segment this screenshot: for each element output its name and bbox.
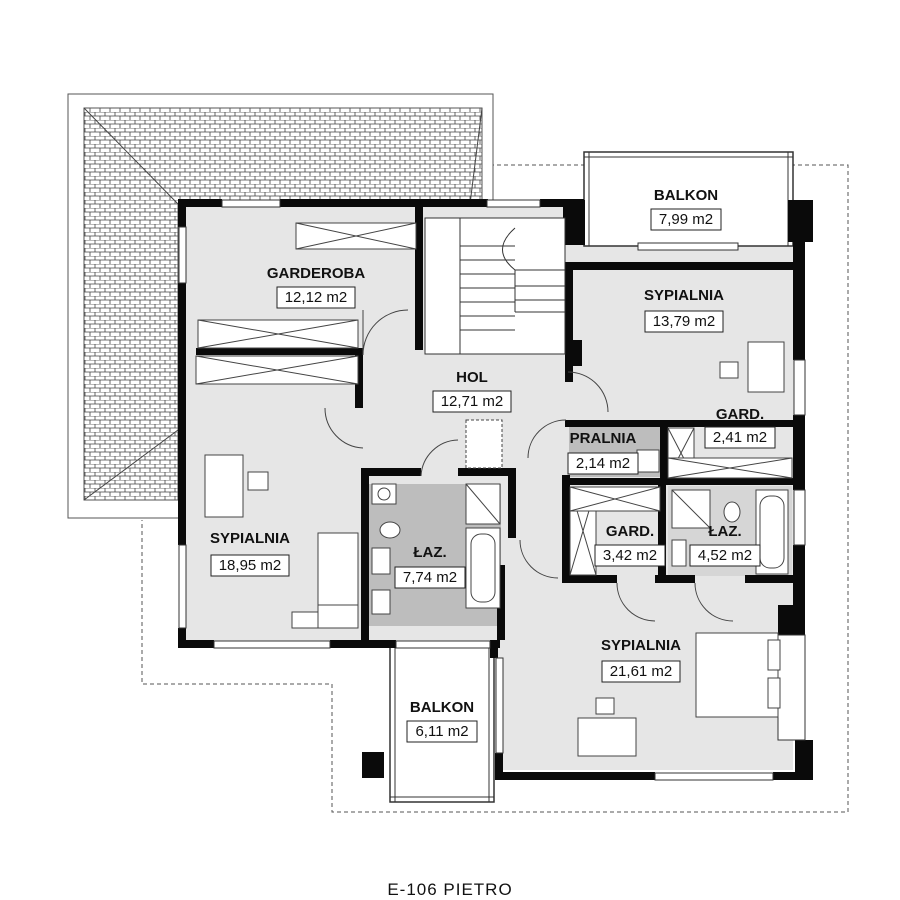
room-name-balkon-bottom: BALKON bbox=[410, 699, 474, 716]
column bbox=[362, 752, 384, 778]
room-name-sypialnia-se: SYPIALNIA bbox=[601, 637, 681, 654]
room-area-pralnia: 2,14 m2 bbox=[576, 455, 630, 472]
room-area-box-lazienka-main bbox=[394, 566, 466, 589]
room-area-balkon-top: 7,99 m2 bbox=[659, 211, 713, 228]
plan-caption: E-106 PIETRO bbox=[387, 880, 512, 899]
room-labels: GARDEROBA 12,12 m2 SYPIALNIA 13,79 m2 HOL 12,… bbox=[210, 187, 776, 743]
room-name-sypialnia-ne: SYPIALNIA bbox=[644, 287, 724, 304]
room-area-box-sypialnia-ne bbox=[644, 310, 724, 333]
room-name-garderoba: GARDEROBA bbox=[267, 265, 366, 282]
room-area-sypialnia-w: 18,95 m2 bbox=[219, 557, 282, 574]
room-name-pralnia: PRALNIA bbox=[570, 430, 637, 447]
room-area-sypialnia-se: 21,61 m2 bbox=[610, 663, 673, 680]
room-name-lazienka-small: ŁAZ. bbox=[708, 523, 741, 540]
room-area-box-gard-mid bbox=[594, 544, 666, 567]
room-area-box-balkon-bottom bbox=[406, 720, 478, 743]
wardrobes bbox=[195, 222, 793, 576]
room-name-gard-small: GARD. bbox=[716, 406, 764, 423]
room-area-lazienka-small: 4,52 m2 bbox=[698, 547, 752, 564]
staircase bbox=[424, 217, 566, 355]
room-name-lazienka-main: ŁAZ. bbox=[413, 544, 446, 561]
room-area-box-pralnia bbox=[567, 452, 639, 475]
room-area-hol: 12,71 m2 bbox=[441, 393, 504, 410]
room-area-gard-small: 2,41 m2 bbox=[713, 429, 767, 446]
room-area-box-lazienka-small bbox=[689, 544, 761, 567]
room-area-balkon-bottom: 6,11 m2 bbox=[415, 723, 468, 740]
room-area-lazienka-main: 7,74 m2 bbox=[403, 569, 457, 586]
furniture bbox=[204, 341, 785, 757]
room-area-box-sypialnia-w bbox=[210, 554, 290, 577]
room-area-box-gard-small bbox=[704, 426, 776, 449]
interior-walls bbox=[196, 205, 798, 648]
windows bbox=[178, 199, 806, 781]
room-area-box-garderoba bbox=[276, 286, 356, 309]
room-area-box-sypialnia-se bbox=[601, 660, 681, 683]
room-area-sypialnia-ne: 13,79 m2 bbox=[653, 313, 716, 330]
room-name-balkon-top: BALKON bbox=[654, 187, 718, 204]
room-name-hol: HOL bbox=[456, 369, 488, 386]
room-name-gard-mid: GARD. bbox=[606, 523, 654, 540]
room-area-box-hol bbox=[432, 390, 512, 413]
room-area-box-balkon-top bbox=[650, 208, 722, 231]
room-area-garderoba: 12,12 m2 bbox=[285, 289, 348, 306]
ground-floor-outline bbox=[141, 164, 849, 813]
room-name-sypialnia-w: SYPIALNIA bbox=[210, 530, 290, 547]
room-area-gard-mid: 3,42 m2 bbox=[603, 547, 657, 564]
bathroom-fixtures bbox=[371, 449, 789, 615]
doors bbox=[324, 309, 734, 622]
